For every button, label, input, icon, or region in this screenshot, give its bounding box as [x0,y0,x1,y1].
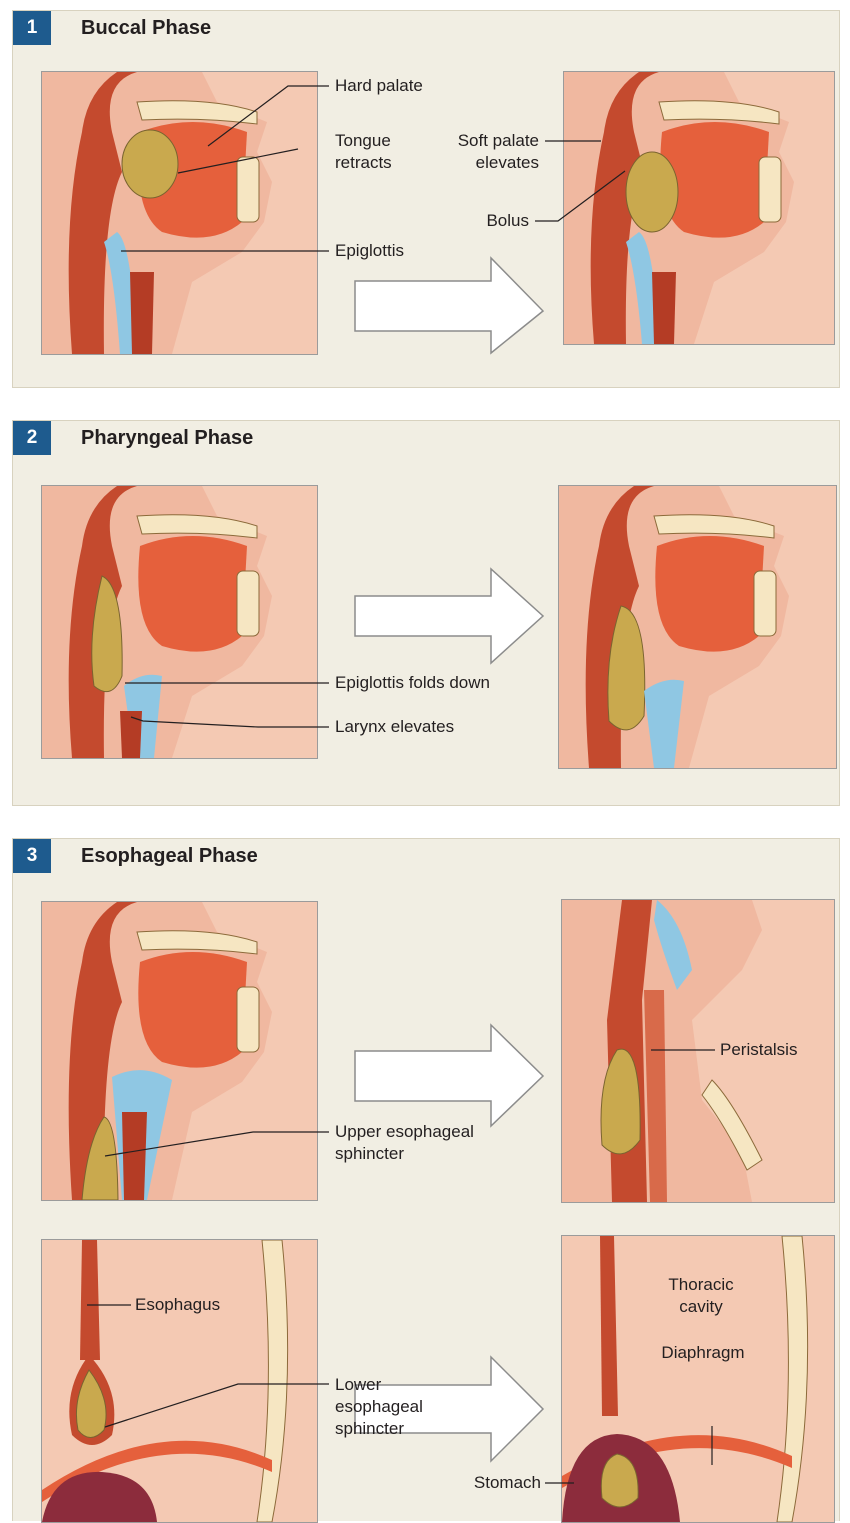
buccal-phase-panel: 1 Buccal Phase [12,10,840,388]
lower-esophageal-sphincter-label-line3: sphincter [335,1419,404,1439]
lower-esophageal-sphincter-label-line2: esophageal [335,1397,423,1417]
esophageal-phase-panel: 3 Esophageal Phase [12,838,840,1521]
hard-palate-label: Hard palate [335,76,423,96]
lower-esophageal-sphincter-label-line1: Lower [335,1375,381,1395]
esophageal-lower-before-illustration [41,1239,318,1523]
esophageal-upper-before-illustration [41,901,318,1201]
upper-esophageal-sphincter-label-line1: Upper esophageal [335,1122,474,1142]
soft-palate-label-line2: elevates [439,153,539,173]
esophageal-upper-arrow [355,1025,543,1126]
epiglottis-folds-down-label: Epiglottis folds down [335,673,490,693]
peristalsis-label: Peristalsis [720,1040,797,1060]
phase-number-badge: 3 [13,839,51,873]
pharyngeal-after-illustration [558,485,837,769]
epiglottis-label: Epiglottis [335,241,404,261]
larynx-elevates-label: Larynx elevates [335,717,454,737]
diaphragm-label: Diaphragm [653,1343,753,1363]
thoracic-cavity-label-line1: Thoracic [651,1275,751,1295]
phase-title: Buccal Phase [81,17,211,40]
thoracic-cavity-label-line2: cavity [651,1297,751,1317]
phase-title: Esophageal Phase [81,845,258,868]
soft-palate-label-line1: Soft palate [439,131,539,151]
tongue-retracts-label-line2: retracts [335,153,392,173]
buccal-before-illustration [41,71,318,355]
stomach-label: Stomach [443,1473,541,1493]
esophagus-label: Esophagus [135,1295,220,1315]
tongue-retracts-label-line1: Tongue [335,131,391,151]
phase-title: Pharyngeal Phase [81,427,253,450]
phase-number-badge: 1 [13,11,51,45]
bolus-label: Bolus [459,211,529,231]
buccal-after-illustration [563,71,835,345]
pharyngeal-before-illustration [41,485,318,759]
upper-esophageal-sphincter-label-line2: sphincter [335,1144,404,1164]
pharyngeal-phase-panel: 2 Pharyngeal Phase Ep [12,420,840,806]
phase-number-badge: 2 [13,421,51,455]
